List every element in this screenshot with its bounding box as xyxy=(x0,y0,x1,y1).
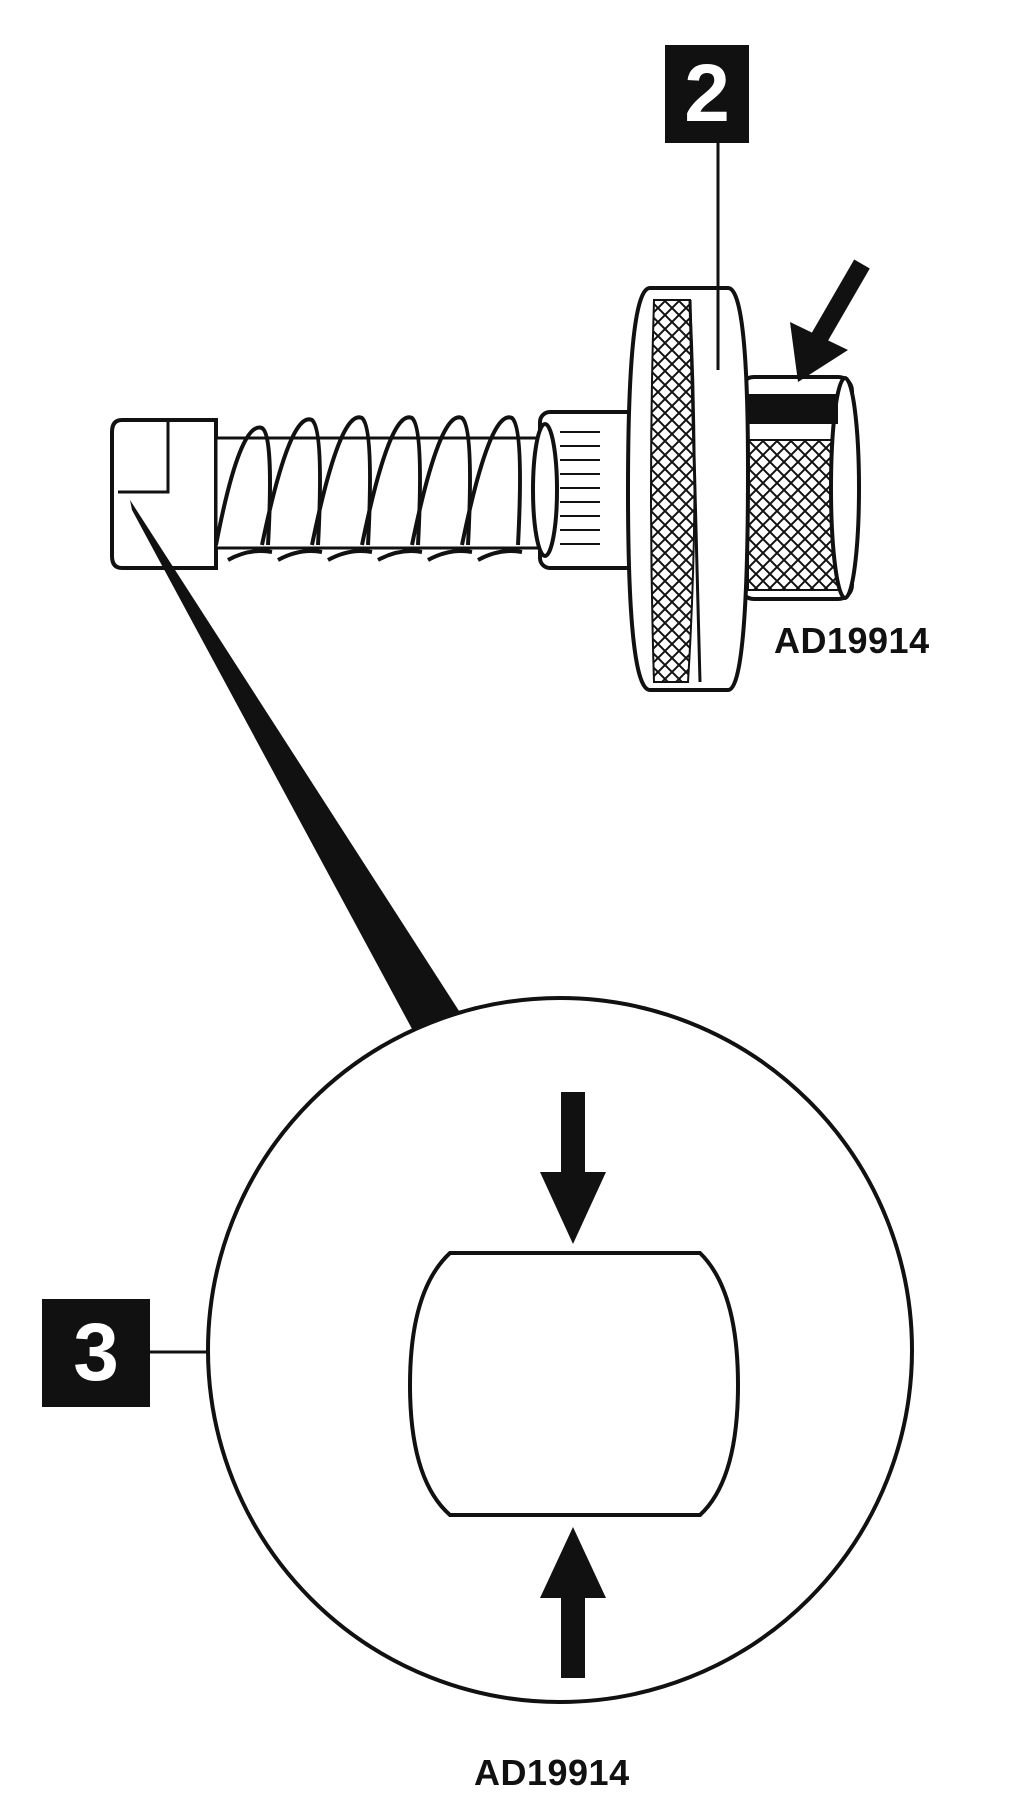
figure-code-bottom: AD19914 xyxy=(474,1752,630,1793)
indicator-arrow xyxy=(790,259,870,382)
callout-label-2: 2 xyxy=(665,45,749,143)
magnification-wedge xyxy=(130,500,470,1040)
knurled-cap xyxy=(738,375,861,601)
figure-code-top: AD19914 xyxy=(774,620,930,661)
callout-label-3: 3 xyxy=(42,1299,150,1407)
arrow-up-icon xyxy=(540,1527,606,1678)
arrow-down-icon xyxy=(540,1092,606,1244)
marking-band xyxy=(748,394,838,424)
threaded-collar xyxy=(531,410,652,570)
spring xyxy=(214,415,523,562)
knurled-disc xyxy=(625,286,751,692)
bolt-head xyxy=(110,418,218,570)
profile-shape xyxy=(407,1251,741,1517)
